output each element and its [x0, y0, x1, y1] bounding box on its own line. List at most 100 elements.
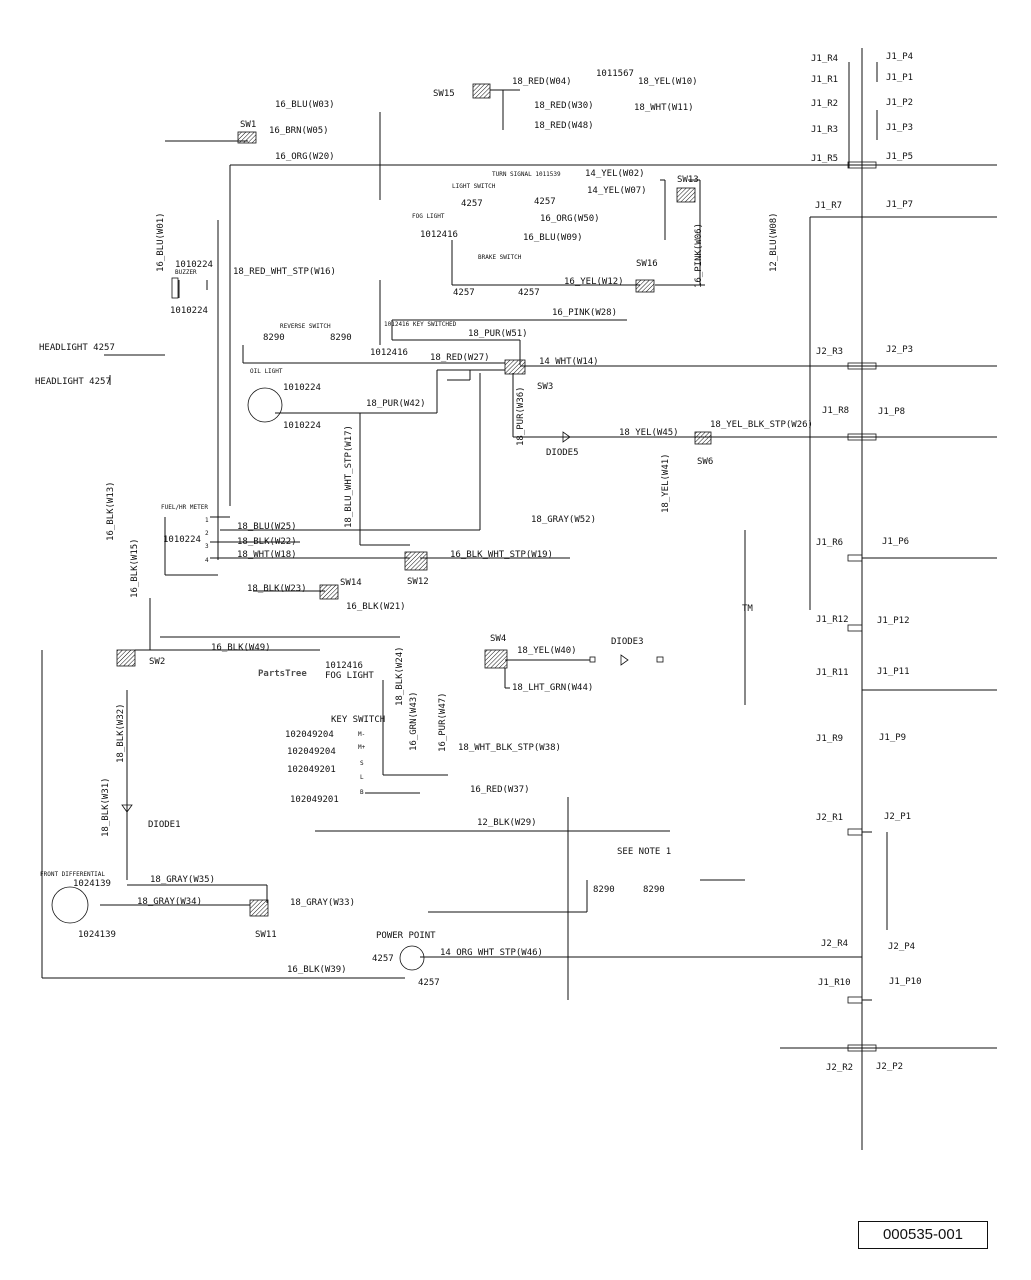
j1-r6: J1_R6	[816, 538, 843, 548]
see-note-part-a: 8290	[593, 885, 615, 895]
wire-w27: 18_RED(W27)	[430, 353, 490, 363]
sw14-block	[319, 584, 339, 600]
sw6-label: SW6	[697, 457, 713, 467]
light-switch-part-a: 4257	[461, 199, 483, 209]
wire-w50: 16_ORG(W50)	[540, 214, 600, 224]
wire-w06: 16_PINK(W06)	[694, 223, 704, 288]
sw2-label: SW2	[149, 657, 165, 667]
connector-labels: J1_R4 J1_P4 J1_R1 J1_P1 J1_R2 J1_P2 J1_R…	[811, 52, 922, 1073]
sw15-block	[472, 83, 491, 99]
wire-w16: 18_RED_WHT_STP(W16)	[233, 267, 336, 277]
reverse-switch-part-a: 8290	[263, 333, 285, 343]
buzzer-icon	[171, 277, 179, 299]
watermark: PartsTree	[258, 669, 307, 679]
wire-w14: 14_WHT(W14)	[539, 357, 599, 367]
oil-light-icon	[247, 387, 283, 423]
diode3-icon	[620, 654, 629, 666]
j2-r4: J2_R4	[821, 939, 848, 949]
j1-r8: J1_R8	[822, 406, 849, 416]
turn-signal-label: TURN SIGNAL 1011539	[492, 171, 561, 178]
diode3-terminal-a	[589, 656, 596, 663]
j1-p4: J1_P4	[886, 52, 913, 62]
j2-p2: J2_P2	[876, 1062, 903, 1072]
j1-p3: J1_P3	[886, 123, 913, 133]
wire-w29: 12_BLK(W29)	[477, 818, 537, 828]
front-differential-label: FRONT DIFFERENTIAL	[40, 871, 105, 878]
wire-w17: 18_BLU_WHT_STP(W17)	[344, 425, 354, 528]
j1-p10: J1_P10	[889, 977, 922, 987]
wire-w30: 18_RED(W30)	[534, 101, 594, 111]
sw16-block	[635, 279, 655, 293]
j2-p3: J2_P3	[886, 345, 913, 355]
oil-light-part-a: 1010224	[283, 383, 321, 393]
switch-labels: SW15 SW1 SW13 SW16 SW3 SW6 SW12 SW14 SW2…	[149, 89, 713, 940]
headlight-2-label: HEADLIGHT 4257	[35, 377, 111, 387]
sw1-block	[237, 131, 257, 144]
brake-switch-part-b: 4257	[518, 288, 540, 298]
j1-p1: J1_P1	[886, 73, 913, 83]
key-switched-part: 1012416	[370, 348, 408, 358]
component-labels: 1011567 TURN SIGNAL 1011539 LIGHT SWITCH…	[35, 69, 671, 988]
sw11-block	[249, 899, 269, 917]
diode1-icon	[121, 804, 133, 813]
wire-w19: 16_BLK_WHT_STP(W19)	[450, 550, 553, 560]
wire-w38: 18_WHT_BLK_STP(W38)	[458, 743, 561, 753]
j1-p7: J1_P7	[886, 200, 913, 210]
wire-w52: 18_GRAY(W52)	[531, 515, 596, 525]
j1-r9: J1_R9	[816, 734, 843, 744]
meter-pin-2: 2	[205, 530, 209, 537]
j1-r7: J1_R7	[815, 201, 842, 211]
power-point-part-a: 4257	[372, 954, 394, 964]
key-switch-pin-l: L	[360, 774, 364, 781]
sw16-label: SW16	[636, 259, 658, 269]
wire-w07: 14_YEL(W07)	[587, 186, 647, 196]
diode3-label: DIODE3	[611, 637, 644, 647]
j1-p12: J1_P12	[877, 616, 910, 626]
j1-r5: J1_R5	[811, 154, 838, 164]
fog-light-part: 1012416	[325, 661, 363, 671]
fuel-hr-meter-label: FUEL/HR METER	[161, 504, 208, 511]
wire-w11: 18_WHT(W11)	[634, 103, 694, 113]
buzzer-part-b: 1010224	[170, 306, 208, 316]
wire-w05: 16_BRN(W05)	[269, 126, 329, 136]
j1-p9: J1_P9	[879, 733, 906, 743]
key-switch-part-1: 102049204	[285, 730, 334, 740]
wire-w26: 18_YEL_BLK_STP(W26)	[710, 420, 813, 430]
wire-w48: 18_RED(W48)	[534, 121, 594, 131]
sw13-block	[676, 187, 696, 203]
fog-light-small-label: FOG LIGHT	[412, 213, 445, 220]
sw15-label: SW15	[433, 89, 455, 99]
diode3-terminal-b	[656, 656, 664, 663]
sw14-label: SW14	[340, 578, 362, 588]
key-switched-label: 1012416 KEY SWITCHED	[384, 321, 457, 328]
j2-r1: J2_R1	[816, 813, 843, 823]
front-differential-part-a: 1024139	[73, 879, 111, 889]
sw13-label: SW13	[677, 175, 699, 185]
wire-w33: 18_GRAY(W33)	[290, 898, 355, 908]
brake-switch-label: BRAKE SWITCH	[478, 254, 522, 261]
j1-p2: J1_P2	[886, 98, 913, 108]
watermark-tm: TM	[742, 604, 753, 614]
sw3-label: SW3	[537, 382, 553, 392]
wire-w15: 16_BLK(W15)	[130, 538, 140, 598]
meter-pin-1: 1	[205, 517, 209, 524]
wire-w28: 16_PINK(W28)	[552, 308, 617, 318]
diode1-label: DIODE1	[148, 820, 181, 830]
sw12-label: SW12	[407, 577, 429, 587]
wire-w02: 14_YEL(W02)	[585, 169, 645, 179]
connector-marks	[847, 161, 877, 1052]
front-differential-part-b: 1024139	[78, 930, 116, 940]
wire-w51: 18_PUR(W51)	[468, 329, 528, 339]
sw4-label: SW4	[490, 634, 506, 644]
wire-w40: 18_YEL(W40)	[517, 646, 577, 656]
wire-w49: 16_BLK(W49)	[211, 643, 271, 653]
wire-w46: 14_ORG_WHT_STP(W46)	[440, 948, 543, 958]
key-switch-part-3: 102049201	[287, 765, 336, 775]
front-differential-icon	[51, 886, 89, 924]
j1-r11: J1_R11	[816, 668, 849, 678]
wire-w41: 18_YEL(W41)	[661, 453, 671, 513]
buzzer-label: BUZZER	[175, 269, 197, 276]
wire-w25: 18_BLU(W25)	[237, 522, 297, 532]
wire-w45: 18_YEL(W45)	[619, 428, 679, 438]
j1-p5: J1_P5	[886, 152, 913, 162]
